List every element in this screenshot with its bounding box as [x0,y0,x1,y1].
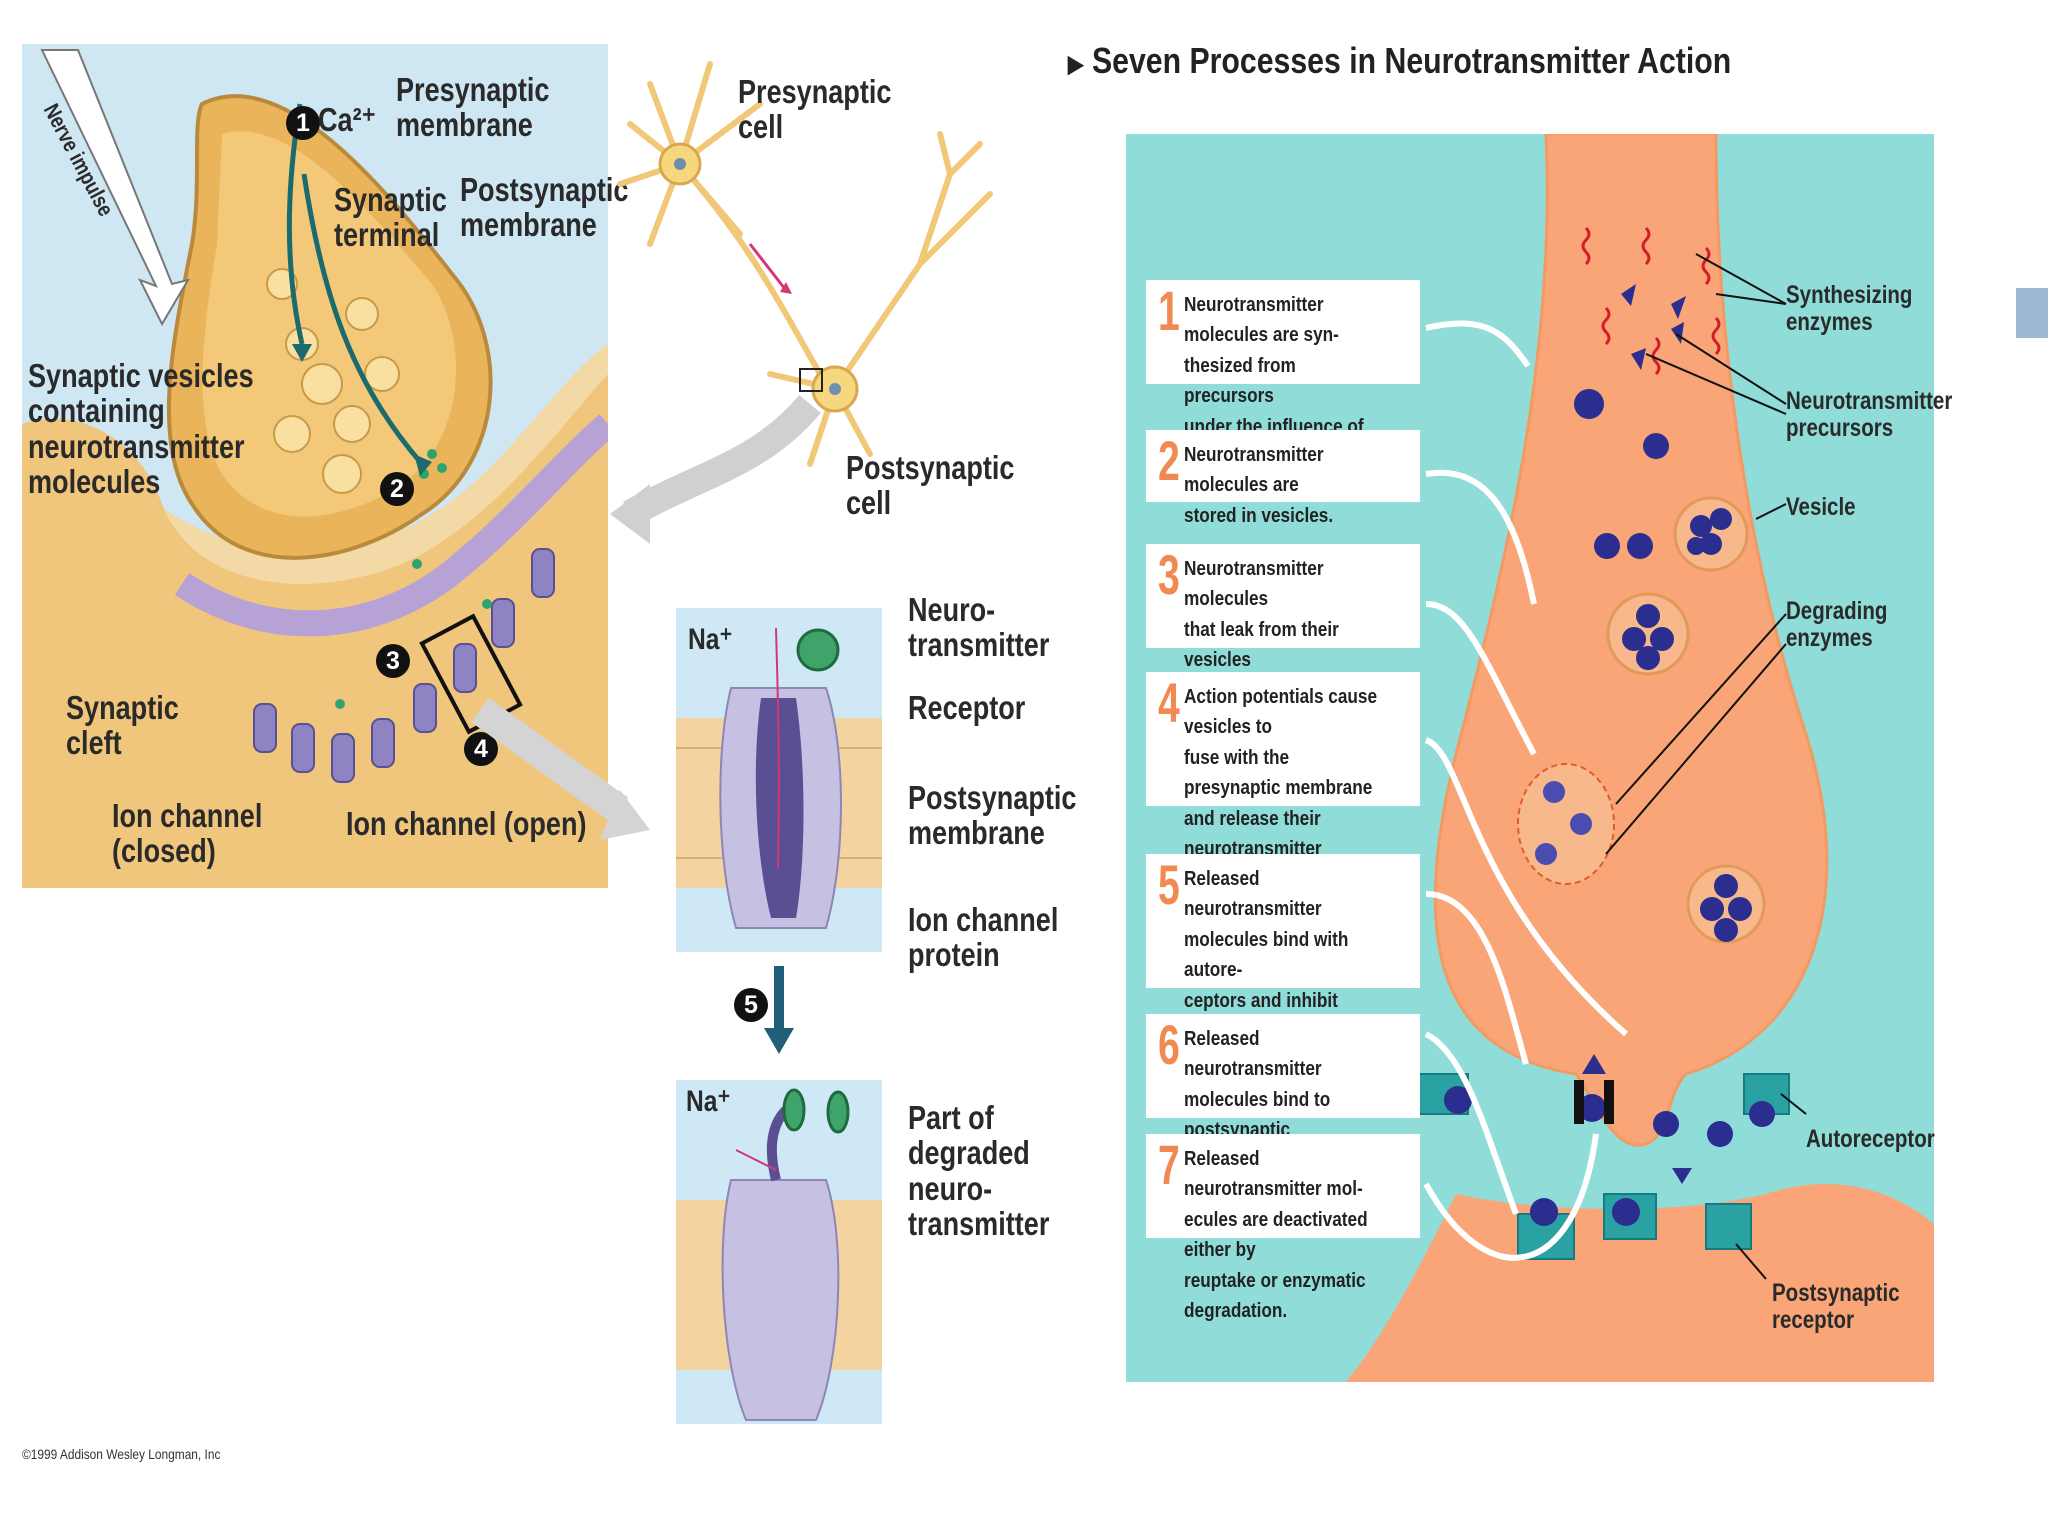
degrading-enzymes-label: Degrading enzymes [1786,597,1888,652]
step-2-marker: 2 [380,472,414,506]
copyright-caption: ©1999 Addison Wesley Longman, Inc [22,1446,221,1462]
postsynaptic-cell-label: Postsynaptic cell [846,449,1015,522]
step-4-box: 4 Action potentials cause vesicles to fu… [1146,671,1420,921]
synthesizing-enzymes-label: Synthesizing enzymes [1786,281,1913,336]
steps-list: 1 Neurotransmitter molecules are syn- th… [1146,279,1420,1322]
degraded-neurotransmitter-label: Part of degraded neuro- transmitter [908,1099,1050,1242]
step-3-marker: 3 [376,644,410,678]
step-1-number: 1 [1158,279,1180,342]
ion-channel-protein-label: Ion channel protein [908,901,1059,974]
neurotransmitter-precursors-label: Neurotransmitter precursors [1786,387,1953,442]
step-2-number: 2 [1158,429,1180,492]
synaptic-vesicles-label: Synaptic vesicles containing neurotransm… [28,357,254,500]
step-4-number: 4 [1158,671,1180,734]
neurotransmitter-label: Neuro- transmitter [908,591,1050,664]
synaptic-terminal-label: Synaptic terminal [334,181,447,254]
zoom-arrow [471,697,650,840]
step-7-text: Released neurotransmitter mol- ecules ar… [1184,1148,1368,1322]
vesicle-label: Vesicle [1786,493,1856,521]
autoreceptor-label: Autoreceptor [1806,1125,1935,1153]
step-6-box: 6 Released neurotransmitter molecules bi… [1146,1013,1420,1172]
step-5-arrow [764,966,794,1054]
channel-postsynaptic-membrane-label: Postsynaptic membrane [908,779,1077,852]
step-2-text: Neurotransmitter molecules are stored in… [1184,444,1334,527]
step-3-box: 3 Neurotransmitter molecules that leak f… [1146,543,1420,732]
synapse-illustration [22,44,608,888]
step-7-box: 7 Released neurotransmitter mol- ecules … [1146,1133,1420,1322]
calcium-ion-label: Ca²⁺ [318,101,376,138]
step-4-marker: 4 [464,732,498,766]
edge-tab [2016,288,2048,338]
closed-channel-illustration [676,1080,882,1424]
step-7-number: 7 [1158,1133,1180,1196]
step-2-box: 2 Neurotransmitter molecules are stored … [1146,429,1420,527]
presynaptic-cell-label: Presynaptic cell [738,73,892,146]
presynaptic-membrane-label: Presynaptic membrane [396,71,550,144]
step-6-number: 6 [1158,1013,1180,1076]
neurons-illustration [610,61,993,544]
synaptic-cleft-label: Synaptic cleft [66,689,179,762]
step-1-marker: 1 [286,106,320,140]
panel-title: Seven Processes in Neurotransmitter Acti… [1092,40,1732,81]
na-ion-closed-label: Na⁺ [686,1085,731,1118]
postsynaptic-receptor-label: Postsynaptic receptor [1772,1279,1900,1334]
open-channel-illustration [676,608,882,952]
step-1-box: 1 Neurotransmitter molecules are syn- th… [1146,279,1420,468]
na-ion-open-label: Na⁺ [688,623,733,656]
step-5-marker: 5 [734,988,768,1022]
postsynaptic-membrane-label: Postsynaptic membrane [460,171,629,244]
ion-channel-closed-label: Ion channel (closed) [112,797,263,870]
step-3-number: 3 [1158,543,1180,606]
ion-channel-open-label: Ion channel (open) [346,805,587,842]
panel-title-marker: ▸ [1068,42,1084,83]
step-5-box: 5 Released neurotransmitter molecules bi… [1146,853,1420,1103]
receptor-label: Receptor [908,689,1026,726]
step-5-number: 5 [1158,853,1180,916]
